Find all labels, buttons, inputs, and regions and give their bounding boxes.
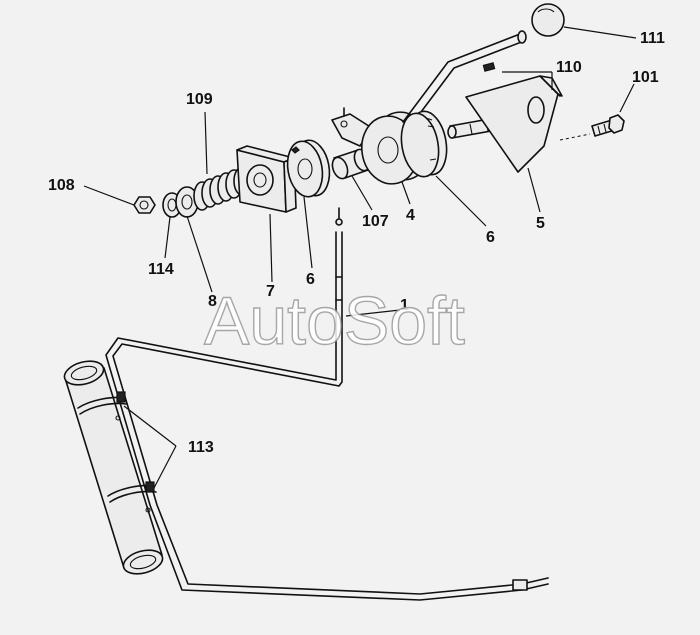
rod-1 [105,207,549,601]
label-114: 114 [148,261,174,278]
nut-108 [133,196,156,214]
pin-110 [482,62,496,72]
label-111: 111 [640,30,665,47]
label-1: 1 [400,297,409,314]
label-107: 107 [362,213,389,230]
label-5: 5 [536,215,545,232]
label-8: 8 [208,293,217,310]
label-6-left: 6 [306,271,315,288]
tube-assembly [63,360,164,575]
bushing-107 [331,148,371,180]
label-7: 7 [266,283,275,300]
label-108: 108 [48,177,75,194]
axis-line [559,133,591,141]
bolt-101 [591,114,625,137]
label-6-right: 6 [486,229,495,246]
label-101: 101 [632,69,659,86]
disc-6-left [286,139,331,198]
plate-7 [236,145,297,213]
leader-lines [83,26,637,489]
knob-111 [531,3,565,37]
disc-6-right [400,110,448,178]
label-4: 4 [406,207,415,224]
watermark: AutoSoft [204,283,465,359]
label-113: 113 [188,439,214,456]
label-110: 110 [556,59,582,76]
lever-handle [402,30,527,125]
label-109: 109 [186,91,213,108]
